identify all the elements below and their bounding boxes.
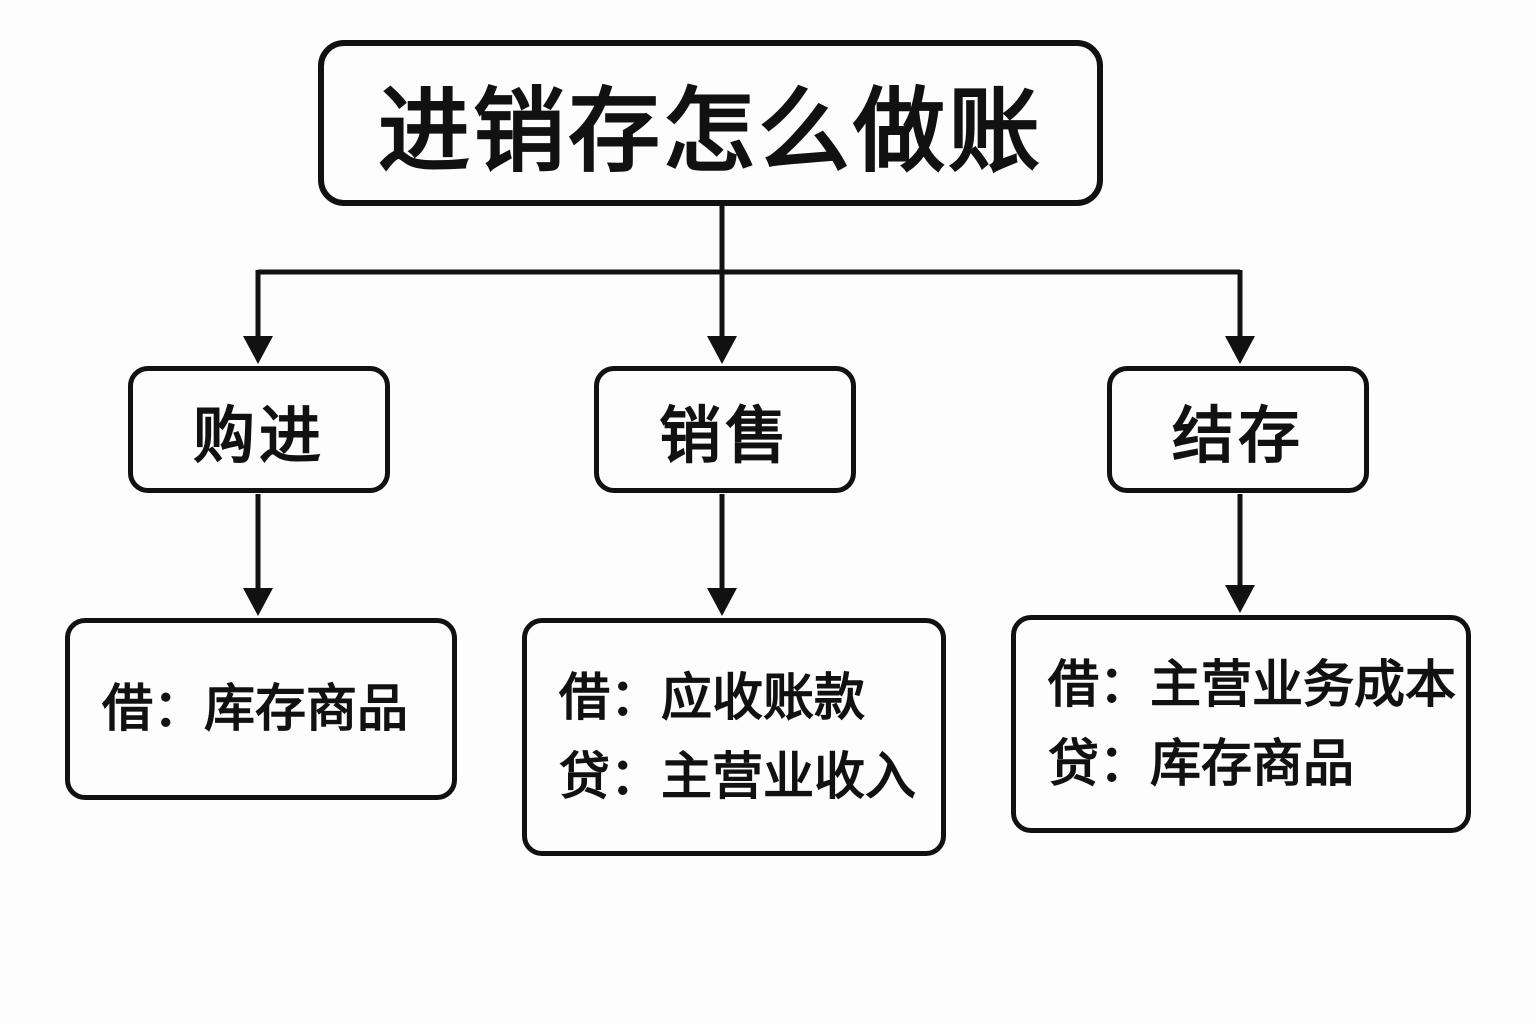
sales-entry-credit: 贷：主营业收入 bbox=[559, 748, 917, 805]
node-balance: 结存 bbox=[1107, 366, 1369, 493]
node-purchase-label: 购进 bbox=[192, 401, 325, 471]
arrowhead-purchase-top bbox=[243, 336, 273, 364]
arrowhead-sales-entry bbox=[707, 588, 737, 616]
node-sales-entry: 借：应收账款 贷：主营业收入 bbox=[522, 618, 946, 856]
node-balance-entry: 借：主营业务成本 贷：库存商品 bbox=[1011, 615, 1471, 833]
node-purchase: 购进 bbox=[128, 366, 390, 493]
arrowhead-sales-top bbox=[707, 336, 737, 364]
balance-entry-debit: 借：主营业务成本 bbox=[1048, 655, 1457, 713]
purchase-entry-debit: 借：库存商品 bbox=[102, 680, 409, 738]
sales-entry-debit: 借：应收账款 bbox=[559, 668, 866, 726]
node-purchase-entry: 借：库存商品 bbox=[65, 618, 457, 800]
node-sales-label: 销售 bbox=[658, 401, 791, 471]
arrowhead-balance-entry bbox=[1225, 585, 1255, 613]
arrowhead-balance-top bbox=[1225, 336, 1255, 364]
node-sales: 销售 bbox=[594, 366, 856, 493]
node-balance-label: 结存 bbox=[1171, 401, 1304, 471]
balance-entry-credit: 贷：库存商品 bbox=[1048, 735, 1355, 792]
diagram-title: 进销存怎么做账 bbox=[377, 80, 1043, 183]
node-title: 进销存怎么做账 bbox=[318, 40, 1103, 206]
arrowhead-purchase-entry bbox=[243, 588, 273, 616]
